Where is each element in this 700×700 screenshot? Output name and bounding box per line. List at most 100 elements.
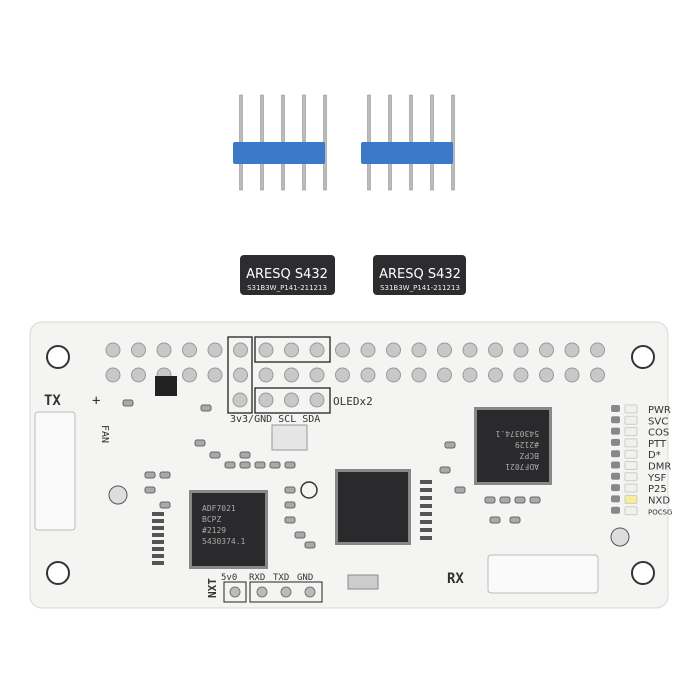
gpio-hole [233,342,248,358]
chip-body [240,255,335,295]
led-label: DMR [648,462,671,473]
gpio-hole [182,342,197,358]
smd-component [254,461,266,469]
chip-marking: 5430374.1 [495,429,539,438]
smd-component [284,501,296,509]
smd-component [152,512,164,516]
smd-component [224,461,236,469]
smd-component [269,461,281,469]
chip-label: ARESQ S432 [379,267,461,282]
gpio-hole [258,342,274,358]
gpio-hole [488,342,503,358]
status-led [624,427,638,437]
gpio-hole [411,367,427,383]
smd-component [420,512,432,516]
status-led [624,461,638,470]
gpio-hole [232,392,248,408]
led-resistor [611,484,620,492]
smd-component [509,516,521,524]
gpio-hole [207,342,223,358]
led-resistor [611,438,620,446]
smd-component [420,496,432,500]
gpio-hole [360,367,376,383]
smd-component [159,471,171,479]
gpio-hole [437,342,452,358]
serial-label: 5v0 [221,573,237,583]
serial-pad [256,586,268,598]
smd-component [152,561,164,565]
pin-headers [233,94,455,191]
gpio-hole [131,367,146,383]
gpio-hole [539,367,554,383]
smd-component [144,471,156,479]
smd-component [152,526,164,530]
silk-box [223,581,247,603]
mounting-hole [46,561,70,585]
led-label: D* [648,450,661,461]
plus-label: + [92,393,100,409]
gpio-hole [590,367,605,383]
gpio-hole [564,342,580,358]
smd-component [152,519,164,523]
smd-component [239,451,251,459]
chip-body [477,410,549,482]
mounting-hole [631,561,655,585]
chip-marking: #2129 [202,526,226,535]
serial-label: RXD [249,573,265,583]
chip-marking: 5430374.1 [202,537,246,546]
eeprom-chip-1: ARESQ S432 S31B3W_P141-211213 [240,255,335,295]
smd-component [489,516,501,524]
silk-box [254,336,331,363]
led-label: YSF [647,473,666,484]
smd-component [239,461,251,469]
led-label: PWR [648,405,671,416]
gpio-hole [284,342,299,358]
oled-label: OLEDx2 [333,395,373,408]
serial-pad [229,586,241,598]
led-label: COS [648,428,669,439]
led-resistor [611,495,620,503]
chip-marking: #2129 [515,440,539,449]
gpio-hole [386,367,401,383]
rx-antenna-connector [487,554,599,594]
gpio-hole [488,367,503,383]
gpio-hole [462,367,478,383]
smd-components [122,399,541,565]
smd-component [420,488,432,492]
regulator [155,376,177,396]
smd-component [152,540,164,544]
smd-component [152,547,164,551]
gpio-hole [258,392,274,408]
button [610,527,630,547]
serial-label: GND [297,573,313,583]
chip-code: S31B3W_P141-211213 [380,284,460,292]
led-resistor [611,472,620,480]
led-resistor [611,416,620,424]
smd-component [152,554,164,558]
gpio-hole [309,342,325,358]
led-label: SVC [648,416,668,427]
status-led [624,483,638,493]
led-resistor [611,427,620,435]
led-label: NXD [648,495,670,506]
serial-pad [280,586,292,598]
smd-component [454,486,466,494]
smd-component [200,404,212,412]
gpio-hole [513,367,529,383]
rx-label: RX [447,571,464,587]
gpio-header-holes [105,342,605,408]
gpio-hole [284,392,299,408]
smd-component [420,528,432,532]
status-led [624,404,638,414]
gpio-hole [590,342,605,358]
mcu-chip [335,469,411,545]
chip-label: ARESQ S432 [246,267,328,282]
smd-component [439,466,451,474]
smd-component [304,541,316,549]
led-label: POCSG [648,509,673,517]
button [108,485,128,505]
mounting-hole [631,345,655,369]
led-resistor [611,461,620,469]
